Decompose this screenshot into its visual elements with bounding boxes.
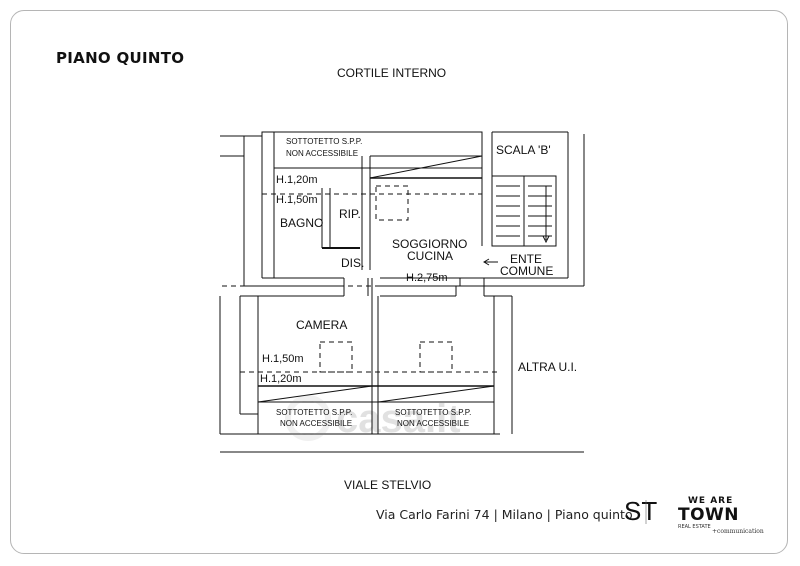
town-logo-line4: +communication	[712, 528, 764, 535]
address-caption: Via Carlo Farini 74 | Milano | Piano qui…	[376, 507, 633, 522]
attic-bottom-left-line2: NON ACCESSIBILE	[280, 419, 353, 428]
walls	[219, 131, 585, 453]
page-frame	[10, 10, 788, 554]
stair	[491, 175, 557, 247]
st-logo: ST	[622, 496, 666, 531]
street-label: VIALE STELVIO	[344, 478, 432, 492]
other-unit-label: ALTRA U.I.	[518, 360, 578, 374]
common-entrance-line2: COMUNE	[500, 264, 554, 278]
height-label-top-120: H.1,20m	[276, 174, 318, 186]
room-storage: RIP.	[339, 207, 361, 221]
common-entrance-line1: ENTE	[510, 252, 543, 266]
svg-text:casa.it: casa.it	[336, 397, 461, 441]
room-bathroom: BAGNO	[280, 216, 324, 230]
town-logo-line2: TOWN	[678, 505, 740, 525]
floor-title: PIANO QUINTO	[56, 49, 185, 67]
room-living-line1: SOGGIORNO	[392, 237, 468, 251]
svg-text:ST: ST	[624, 496, 657, 526]
courtyard-label: CORTILE INTERNO	[337, 66, 447, 80]
height-label-bottom-150: H.1,50m	[262, 353, 304, 365]
section-lines	[222, 185, 500, 373]
room-living-line2: CUCINA	[407, 249, 454, 263]
room-hallway: DIS.	[341, 256, 365, 270]
attic-top-line1: SOTTOTETTO S.P.P.	[286, 137, 363, 146]
attic-bottom-left-line1: SOTTOTETTO S.P.P.	[276, 408, 353, 417]
height-label-bottom-120: H.1,20m	[260, 373, 302, 385]
town-logo: WE ARE TOWN REAL ESTATE +communication	[674, 496, 774, 542]
attic-bottom-right-line1: SOTTOTETTO S.P.P.	[395, 408, 472, 417]
room-bedroom: CAMERA	[296, 318, 348, 332]
attic-top-line2: NON ACCESSIBILE	[286, 149, 359, 158]
height-label-275: H.2,75m	[406, 272, 448, 284]
attic-bottom-right-line2: NON ACCESSIBILE	[397, 419, 470, 428]
entrance-arrow-icon	[483, 258, 498, 266]
town-logo-line1: WE ARE	[688, 496, 734, 506]
height-label-top-150: H.1,50m	[276, 194, 318, 206]
town-logo-line3: REAL ESTATE	[678, 524, 711, 530]
stair-label: SCALA 'B'	[496, 143, 551, 157]
watermark: casa.it	[285, 395, 461, 441]
